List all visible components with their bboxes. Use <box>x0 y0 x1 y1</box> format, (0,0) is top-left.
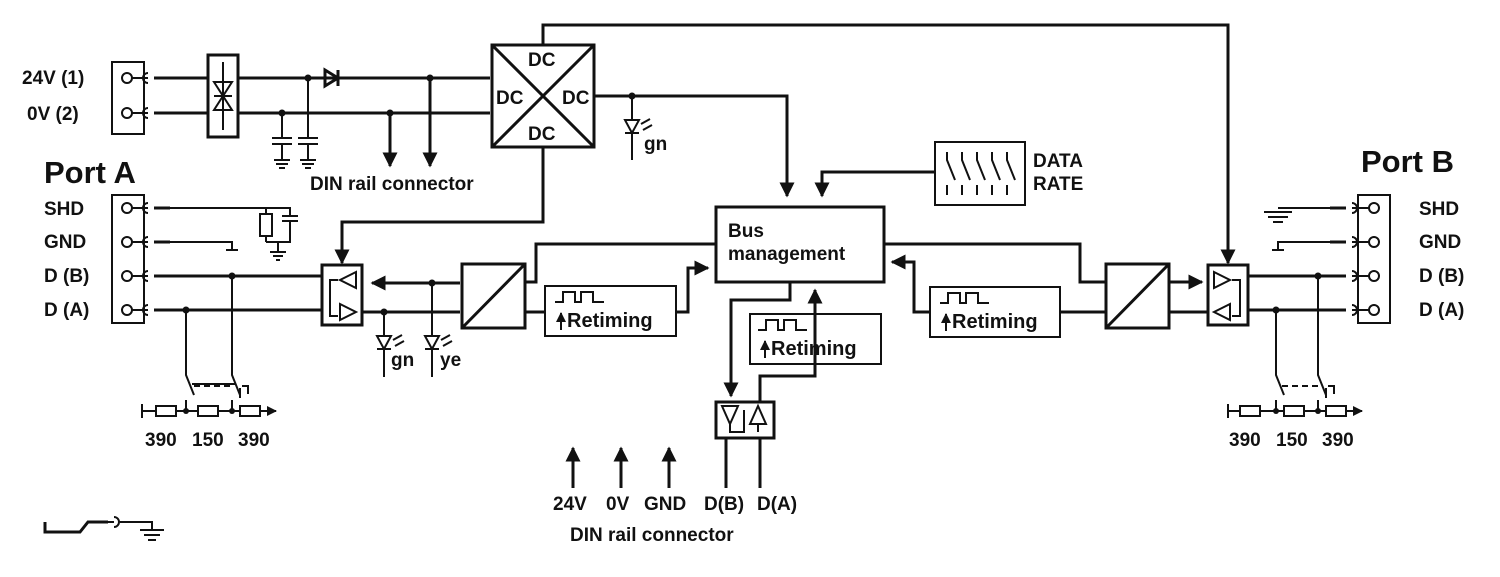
port-a-transceiver <box>320 263 364 327</box>
pin-0v-label: 0V (2) <box>27 104 79 125</box>
din-rail-bus-label: DIN rail connector <box>570 525 734 546</box>
din-pin-da: D(A) <box>757 494 797 515</box>
port-a-pin-shd: SHD <box>44 199 84 220</box>
led-port-a-gn-icon <box>375 312 393 377</box>
port-b-pin-db: D (B) <box>1419 266 1464 287</box>
din-rail-bus: 24V 0V GND D(B) D(A) DIN rail connector <box>553 446 797 546</box>
port-b-r1: 390 <box>1229 430 1261 451</box>
diode-icon <box>323 67 341 89</box>
port-a-pin-gnd: GND <box>44 232 86 253</box>
data-rate-line2: RATE <box>1033 174 1083 195</box>
port-a-pin-da: D (A) <box>44 300 89 321</box>
din-pin-24v: 24V <box>553 494 587 515</box>
port-a-r1: 390 <box>145 430 177 451</box>
led-power-icon <box>623 96 641 160</box>
din-rail-ground-icon <box>43 516 164 541</box>
led-port-a-ye-icon <box>423 283 441 377</box>
din-rail-power-label: DIN rail connector <box>310 174 474 195</box>
port-b-transceiver <box>1206 263 1250 327</box>
port-b: Port B SHD GND D (B) D (A) 390 150 390 <box>1227 144 1464 451</box>
power-input: 24V (1) 0V (2) DIN rail connector <box>22 53 490 195</box>
retiming-left-label: Retiming <box>567 310 653 332</box>
capacitor-1-icon <box>272 113 292 169</box>
dc-right-label: DC <box>562 88 590 109</box>
led-port-a-gn-label: gn <box>391 350 414 371</box>
led-power-label: gn <box>644 134 667 155</box>
data-rate-line1: DATA <box>1033 151 1083 172</box>
led-port-a-ye-label: ye <box>440 350 461 371</box>
port-b-pin-da: D (A) <box>1419 300 1464 321</box>
port-b-pin-gnd: GND <box>1419 232 1461 253</box>
bus-management-line1: Bus <box>728 221 764 242</box>
terminal-24v <box>121 72 133 84</box>
retiming-right-label: Retiming <box>952 311 1038 333</box>
terminal-0v <box>121 107 133 119</box>
port-b-terminal <box>1357 194 1391 324</box>
dc-top-label: DC <box>528 50 556 71</box>
port-a-r3: 390 <box>238 430 270 451</box>
port-a-pin-db: D (B) <box>44 266 89 287</box>
retiming-left: Retiming <box>544 285 677 337</box>
port-a-r2: 150 <box>192 430 224 451</box>
dc-left-label: DC <box>496 88 524 109</box>
bus-management-block: Bus management <box>714 205 886 284</box>
port-b-r2: 150 <box>1276 430 1308 451</box>
capacitor-2-icon <box>298 78 318 169</box>
retiming-right: Retiming <box>929 286 1061 338</box>
pin-24v-label: 24V (1) <box>22 68 84 89</box>
dc-dc-converter: DC DC DC DC <box>490 43 596 149</box>
data-rate-switch: DATA RATE <box>934 141 1083 206</box>
port-a-terminal <box>111 194 145 324</box>
din-pin-db: D(B) <box>704 494 744 515</box>
din-pin-gnd: GND <box>644 494 686 515</box>
din-bus-transceiver <box>714 400 776 440</box>
port-a-title: Port A <box>44 155 136 190</box>
power-terminal-block <box>111 61 145 135</box>
bus-management-line2: management <box>728 244 846 265</box>
port-b-title: Port B <box>1361 144 1454 179</box>
dc-bottom-label: DC <box>528 124 556 145</box>
din-pin-0v: 0V <box>606 494 630 515</box>
port-a: Port A SHD GND D (B) D (A) 390 150 390 <box>44 155 322 451</box>
port-b-r3: 390 <box>1322 430 1354 451</box>
port-b-pin-shd: SHD <box>1419 199 1459 220</box>
